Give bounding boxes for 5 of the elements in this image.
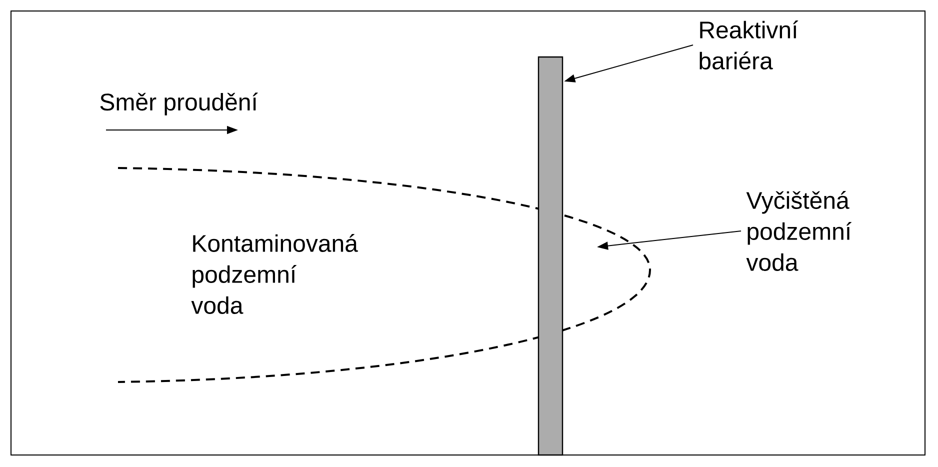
text-label: Kontaminovaná podzemní voda — [191, 234, 358, 314]
reactive-barrier — [538, 56, 564, 456]
text-label: Směr proudění — [100, 92, 258, 116]
callout-text: Vyčištěná podzemní voda — [746, 191, 852, 271]
callout-text: Reaktivní bariéra — [700, 20, 798, 70]
